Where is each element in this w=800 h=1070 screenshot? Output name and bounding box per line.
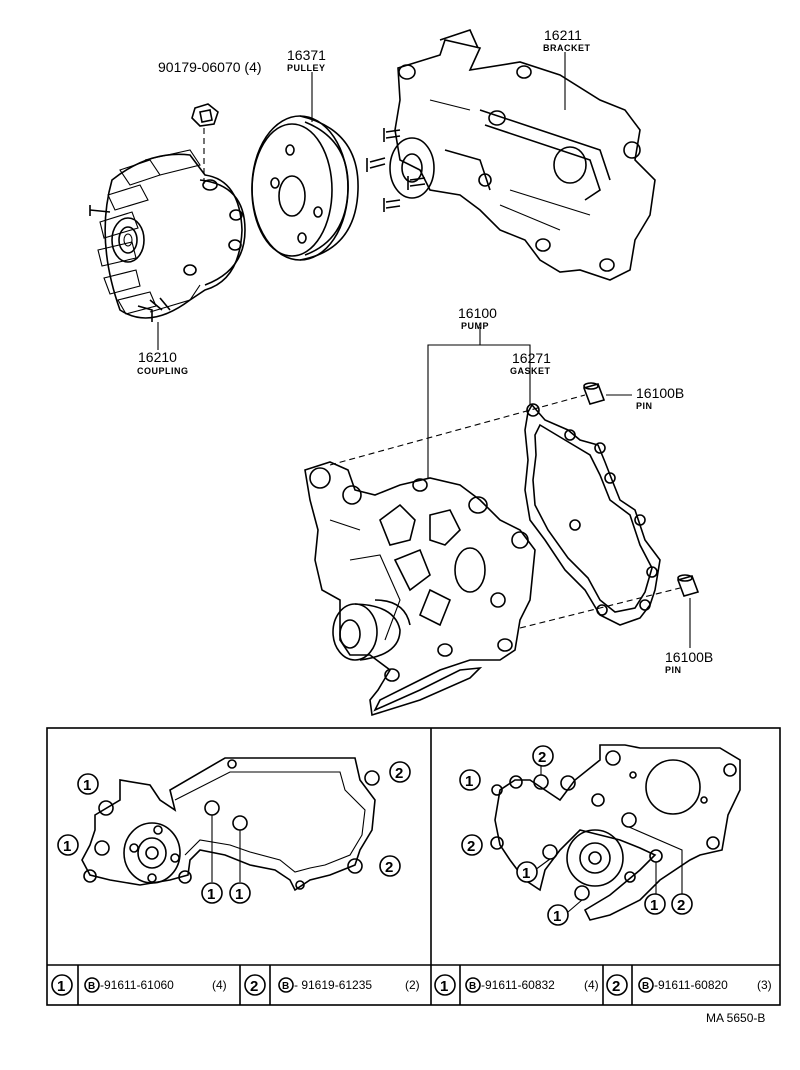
svg-text:2: 2 (467, 838, 475, 855)
svg-text:1: 1 (440, 978, 448, 995)
svg-text:2: 2 (385, 859, 393, 876)
pulley-number: 16371 (287, 47, 326, 63)
gasket-name: GASKET (510, 366, 551, 376)
part-labels: 90179-06070 (4) 16371 PULLEY 16211 BRACK… (137, 27, 713, 675)
alignment-lines (329, 394, 681, 629)
svg-text:B: B (469, 981, 476, 992)
marker-left-b: 1 (57, 834, 79, 856)
svg-text:2: 2 (538, 749, 546, 766)
marker-left-f: 1 (229, 882, 251, 904)
svg-text:B: B (282, 981, 289, 992)
svg-text:2: 2 (612, 978, 620, 995)
fan-coupling-drawing (89, 149, 246, 350)
marker-right-f: 1 (644, 893, 666, 915)
pump-name: PUMP (461, 321, 489, 331)
svg-text:1: 1 (207, 886, 215, 903)
svg-text:2: 2 (395, 765, 403, 782)
svg-text:1: 1 (63, 838, 71, 855)
marker-left-c: 2 (389, 761, 411, 783)
coupling-name: COUPLING (137, 366, 189, 376)
marker-left-e: 1 (201, 882, 223, 904)
svg-text:B: B (88, 981, 95, 992)
marker-left-d: 2 (379, 855, 401, 877)
pin-top-name: PIN (636, 401, 653, 411)
detail-markers: 1 1 2 2 1 1 1 2 2 1 1 1 2 (57, 745, 693, 926)
svg-text:2: 2 (250, 978, 258, 995)
svg-text:1: 1 (235, 886, 243, 903)
marker-right-a: 1 (459, 769, 481, 791)
pin-bottom-number: 16100B (665, 649, 713, 665)
pin-top-drawing (582, 382, 632, 405)
pin-bottom-drawing (676, 574, 700, 648)
svg-text:1: 1 (522, 865, 530, 882)
water-pump-drawing (304, 461, 536, 717)
pin-bottom-name: PIN (665, 665, 682, 675)
pulley-drawing (251, 72, 359, 261)
pump-number: 16100 (458, 305, 497, 321)
marker-right-b: 2 (532, 745, 554, 767)
marker-right-g: 2 (671, 893, 693, 915)
pump-leaders (427, 327, 531, 478)
legend-right-1: 1 B -91611-60832 (4) (434, 974, 599, 996)
bracket-number: 16211 (544, 27, 582, 43)
svg-text:1: 1 (83, 777, 91, 794)
svg-text:-91611-60832: -91611-60832 (481, 978, 555, 992)
svg-text:(2): (2) (405, 978, 420, 992)
svg-text:B: B (642, 981, 649, 992)
svg-text:1: 1 (553, 908, 561, 925)
bolt-drawing (191, 103, 219, 185)
svg-text:(3): (3) (757, 978, 772, 992)
legend-right-2: 2 B -91611-60820 (3) (606, 974, 772, 996)
svg-text:- 91619-61235: - 91619-61235 (294, 978, 372, 992)
coupling-number: 16210 (138, 349, 177, 365)
gasket-drawing (524, 403, 661, 626)
gasket-number: 16271 (512, 350, 551, 366)
pulley-name: PULLEY (287, 63, 326, 73)
svg-text:(4): (4) (584, 978, 599, 992)
svg-text:-91611-60820: -91611-60820 (654, 978, 728, 992)
svg-text:1: 1 (57, 978, 65, 995)
marker-right-d: 1 (516, 861, 538, 883)
svg-text:1: 1 (465, 773, 473, 790)
bolt-number: 90179-06070 (4) (158, 59, 262, 75)
bolt-location-detail (46, 727, 781, 1006)
svg-text:2: 2 (677, 897, 685, 914)
diagram-code: MA 5650-B (706, 1011, 765, 1025)
marker-right-c: 2 (461, 834, 483, 856)
svg-text:1: 1 (650, 897, 658, 914)
svg-text:-91611-61060: -91611-61060 (100, 978, 174, 992)
bracket-drawing (366, 29, 656, 281)
legend-left-2: 2 B - 91619-61235 (2) (244, 974, 420, 996)
marker-left-a: 1 (77, 773, 99, 795)
marker-right-e: 1 (547, 904, 569, 926)
legend-row: 1 B -91611-61060 (4) 2 B - 91619-61235 (… (51, 965, 772, 1005)
legend-left-1: 1 B -91611-61060 (4) (51, 974, 227, 996)
bracket-name: BRACKET (543, 43, 591, 53)
svg-text:(4): (4) (212, 978, 227, 992)
pin-top-number: 16100B (636, 385, 684, 401)
